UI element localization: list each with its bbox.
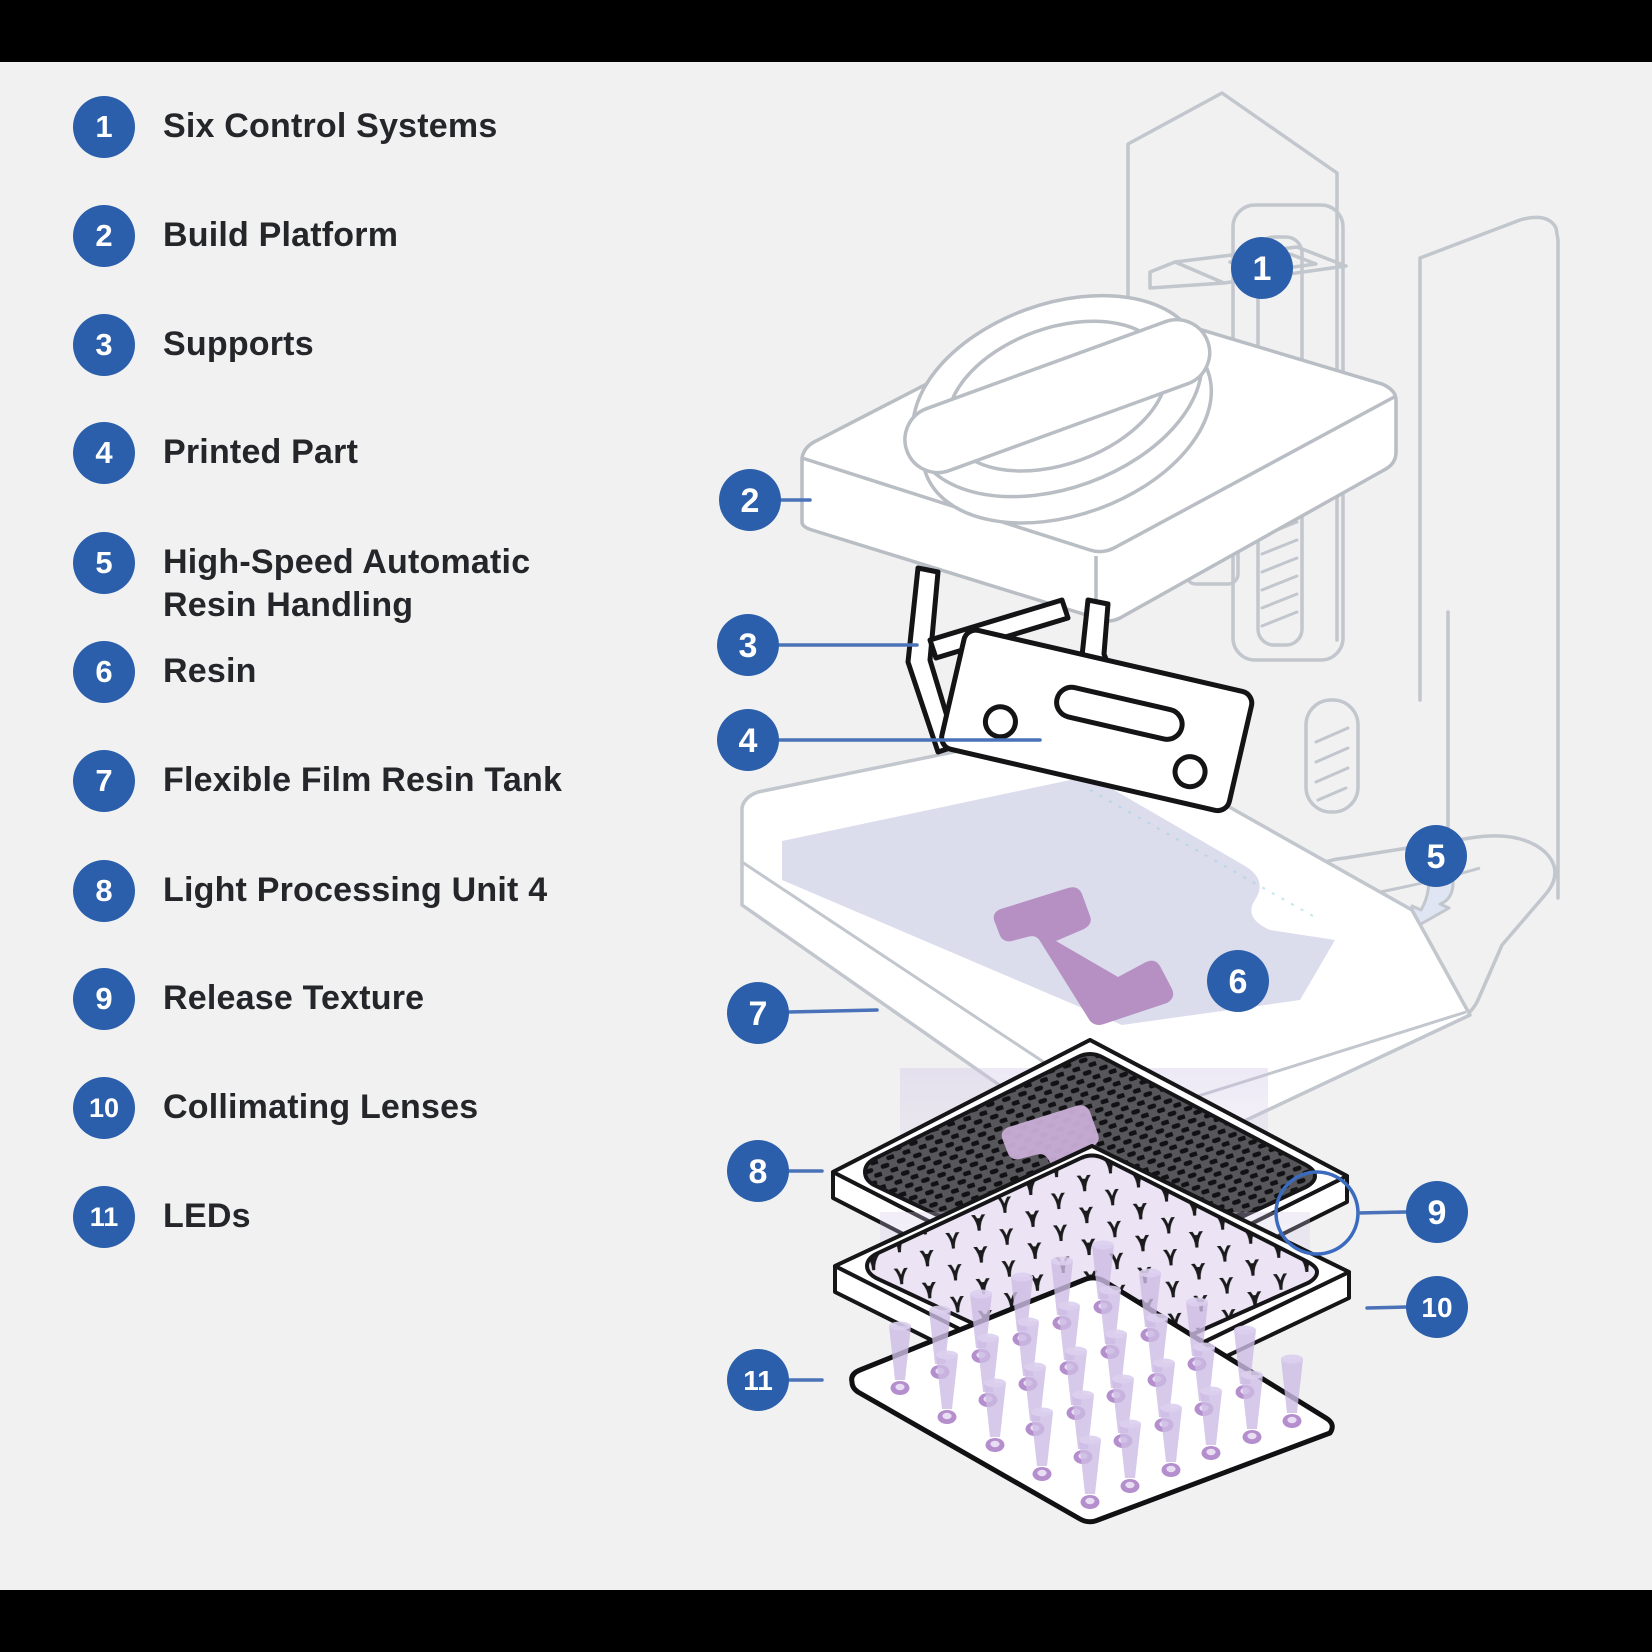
legend-number-badge: 6	[73, 641, 135, 703]
legend-label: Release Texture	[163, 979, 425, 1017]
callout-marker-10: 10	[1406, 1276, 1468, 1338]
callout-marker-5: 5	[1405, 825, 1467, 887]
legend-label: Flexible Film Resin Tank	[163, 761, 563, 799]
legend-item-light-processing-unit: 8 Light Processing Unit 4	[73, 860, 583, 922]
legend-label: High-Speed Automatic Resin Handling	[163, 543, 531, 624]
callout-marker-2: 2	[719, 469, 781, 531]
legend-number-badge: 9	[73, 968, 135, 1030]
svg-text:1: 1	[1253, 250, 1272, 288]
legend-number-badge: 4	[73, 422, 135, 484]
legend-label: Six Control Systems	[163, 107, 498, 145]
supports-and-printed-part-illustration	[905, 565, 1255, 814]
svg-text:2: 2	[741, 482, 760, 520]
legend-item-supports: 3 Supports	[73, 314, 583, 376]
legend-label: Resin	[163, 652, 257, 690]
callout-leader-lines	[777, 498, 1408, 1382]
bottom-letterbox-bar	[0, 1590, 1652, 1652]
svg-text:6: 6	[1229, 963, 1248, 1001]
legend-number-badge: 5	[73, 532, 135, 594]
legend-number-badge: 3	[73, 314, 135, 376]
svg-text:9: 9	[1428, 1194, 1447, 1232]
legend-item-build-platform: 2 Build Platform	[73, 205, 583, 267]
legend-number-badge: 2	[73, 205, 135, 267]
svg-text:8: 8	[749, 1153, 768, 1191]
legend-label: Light Processing Unit 4	[163, 871, 548, 909]
callout-marker-6: 6	[1207, 950, 1269, 1012]
legend-item-resin-handling: 5 High-Speed Automatic Resin Handling	[73, 532, 583, 627]
legend-item-release-texture: 9 Release Texture	[73, 968, 583, 1030]
legend-item-printed-part: 4 Printed Part	[73, 422, 583, 484]
legend-item-leds: 11 LEDs	[73, 1186, 583, 1248]
legend-item-collimating-lenses: 10 Collimating Lenses	[73, 1077, 583, 1139]
legend-number-badge: 8	[73, 860, 135, 922]
legend-label: Build Platform	[163, 216, 399, 254]
top-letterbox-bar	[0, 0, 1652, 62]
callout-marker-1: 1	[1231, 237, 1293, 299]
callout-markers: 1 2 3 4 5 6 7 8 9 10 11	[717, 237, 1468, 1411]
callout-marker-3: 3	[717, 614, 779, 676]
legend-item-resin-tank: 7 Flexible Film Resin Tank	[73, 750, 583, 812]
callout-marker-4: 4	[717, 709, 779, 771]
callout-marker-7: 7	[727, 982, 789, 1044]
svg-text:3: 3	[739, 627, 758, 665]
callout-marker-9: 9	[1406, 1181, 1468, 1243]
legend-label: LEDs	[163, 1197, 251, 1235]
legend-label: Supports	[163, 325, 314, 363]
svg-text:7: 7	[749, 995, 768, 1033]
build-platform-illustration	[800, 293, 1398, 623]
svg-text:5: 5	[1427, 838, 1446, 876]
legend-label: Collimating Lenses	[163, 1088, 479, 1126]
svg-text:4: 4	[739, 722, 758, 760]
callout-marker-11: 11	[727, 1349, 789, 1411]
legend: 1 Six Control Systems 2 Build Platform 3 Su…	[0, 0, 640, 1652]
led-array-illustration	[849, 1240, 1335, 1525]
legend-item-resin: 6 Resin	[73, 641, 583, 703]
legend-number-badge: 11	[73, 1186, 135, 1248]
legend-item-six-control-systems: 1 Six Control Systems	[73, 96, 583, 158]
legend-number-badge: 1	[73, 96, 135, 158]
legend-label: Printed Part	[163, 433, 359, 471]
legend-number-badge: 10	[73, 1077, 135, 1139]
svg-text:11: 11	[743, 1365, 773, 1396]
callout-marker-8: 8	[727, 1140, 789, 1202]
svg-text:10: 10	[1421, 1292, 1452, 1323]
legend-number-badge: 7	[73, 750, 135, 812]
